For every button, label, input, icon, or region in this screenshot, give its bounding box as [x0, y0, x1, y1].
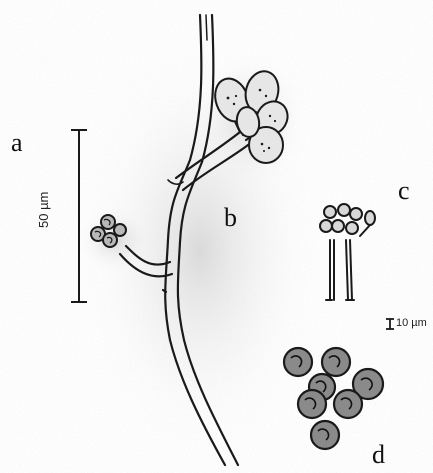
panel-label-b: b — [224, 205, 237, 231]
scale-label-50um: 50 µm — [36, 192, 51, 228]
panel-label-d: d — [372, 442, 385, 468]
scale-label-10um: 10 µm — [396, 317, 427, 329]
panel-label-a: a — [11, 130, 23, 156]
panel-label-c: c — [398, 178, 410, 204]
